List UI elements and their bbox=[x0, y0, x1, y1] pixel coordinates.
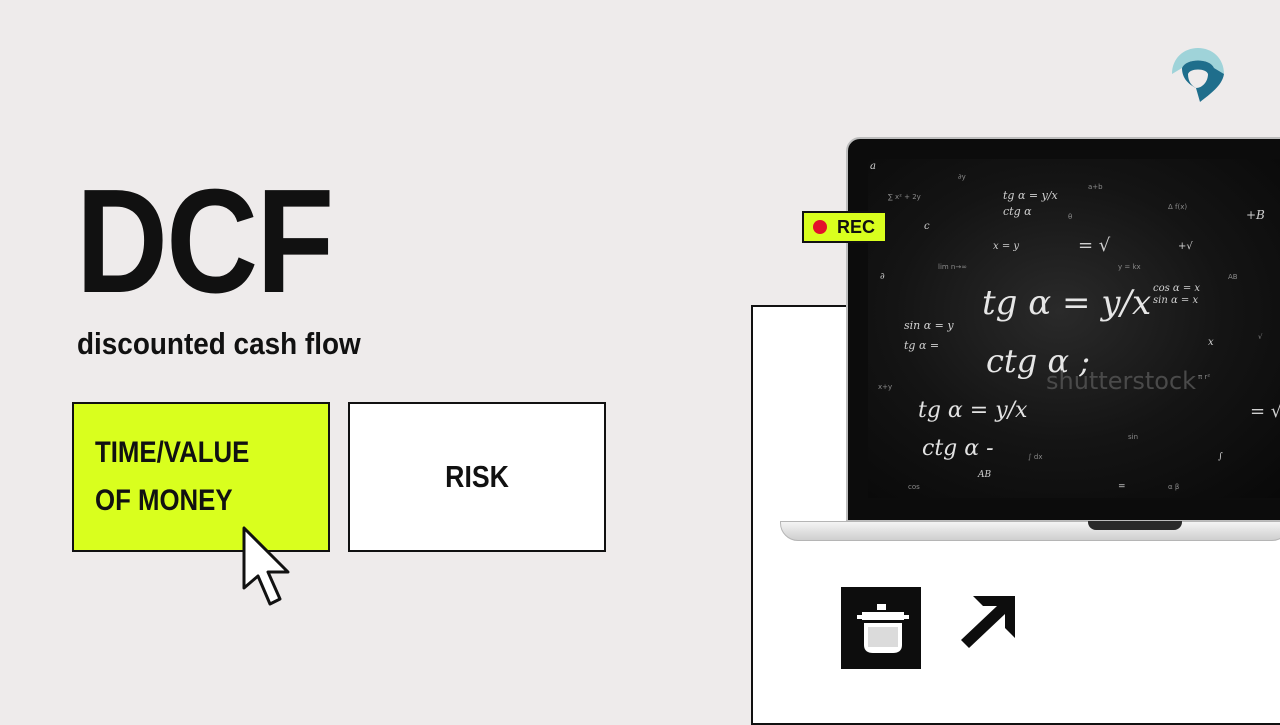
svg-text:ctg α ;: ctg α ; bbox=[986, 342, 1090, 380]
svg-text:tg α = y/x: tg α = y/x bbox=[918, 398, 1028, 423]
svg-text:a: a bbox=[870, 161, 876, 172]
math-formulas-image: tg α = y/x ctg α x = y = √ tg α = y/x ct… bbox=[870, 161, 1280, 492]
recording-badge: REC bbox=[802, 211, 887, 243]
svg-text:x+y: x+y bbox=[878, 383, 892, 391]
laptop-screen: tg α = y/x ctg α x = y = √ tg α = y/x ct… bbox=[846, 137, 1280, 522]
svg-text:sin: sin bbox=[1128, 433, 1138, 441]
video-frame[interactable]: tg α = y/x ctg α x = y = √ tg α = y/x ct… bbox=[868, 159, 1280, 498]
risk-card[interactable]: RISK bbox=[348, 402, 606, 552]
record-dot-icon bbox=[813, 220, 827, 234]
svg-text:+B: +B bbox=[1246, 208, 1265, 222]
svg-text:= √: = √ bbox=[1078, 235, 1111, 256]
svg-text:α β: α β bbox=[1168, 483, 1179, 491]
svg-text:x: x bbox=[1208, 337, 1214, 348]
svg-text:lim n→∞: lim n→∞ bbox=[938, 263, 967, 271]
arrow-up-right-icon[interactable] bbox=[957, 592, 1019, 652]
svg-text:sin α = y: sin α = y bbox=[904, 319, 954, 332]
page-title: DCF bbox=[76, 159, 334, 324]
svg-text:y = kx: y = kx bbox=[1118, 263, 1141, 271]
svg-text:π r²: π r² bbox=[1198, 373, 1210, 381]
svg-text:= √: = √ bbox=[1250, 401, 1280, 422]
svg-text:tg α = y/x: tg α = y/x bbox=[1003, 189, 1059, 202]
svg-text:AB: AB bbox=[977, 470, 991, 480]
laptop-base bbox=[780, 521, 1280, 541]
svg-text:ctg α: ctg α bbox=[1003, 205, 1032, 218]
svg-text:∑ x² + 2y: ∑ x² + 2y bbox=[888, 193, 921, 201]
svg-text:∫: ∫ bbox=[1218, 452, 1223, 462]
svg-text:Δ f(x): Δ f(x) bbox=[1168, 203, 1187, 211]
rec-label: REC bbox=[837, 216, 876, 237]
page-subtitle: discounted cash flow bbox=[77, 326, 361, 361]
svg-text:a+b: a+b bbox=[1088, 183, 1103, 191]
watermark-text: shutterstock bbox=[1046, 367, 1196, 395]
svg-text:+√: +√ bbox=[1178, 241, 1193, 252]
svg-text:cos: cos bbox=[908, 483, 920, 491]
svg-text:ctg α -: ctg α - bbox=[922, 436, 994, 461]
svg-text:∫ dx: ∫ dx bbox=[1028, 453, 1042, 461]
svg-text:x = y: x = y bbox=[993, 241, 1019, 252]
time-value-of-money-card[interactable]: TIME/VALUE OF MONEY bbox=[72, 402, 330, 552]
svg-text:∂: ∂ bbox=[880, 272, 885, 282]
cooking-pot-icon[interactable] bbox=[841, 587, 921, 669]
brand-logo-icon bbox=[1172, 48, 1224, 102]
svg-text:θ: θ bbox=[1068, 213, 1072, 221]
svg-text:sin α = x: sin α = x bbox=[1153, 295, 1198, 306]
svg-text:∂y: ∂y bbox=[958, 173, 966, 181]
svg-text:tg α = y/x: tg α = y/x bbox=[982, 283, 1151, 323]
svg-text:√: √ bbox=[1258, 333, 1263, 341]
mouse-pointer-icon bbox=[242, 526, 290, 606]
svg-text:AB: AB bbox=[1228, 273, 1238, 281]
svg-text:c: c bbox=[924, 221, 930, 232]
card-label: TIME/VALUE OF MONEY bbox=[95, 436, 250, 517]
svg-text:tg α =: tg α = bbox=[904, 339, 939, 352]
svg-text:=: = bbox=[1118, 482, 1126, 492]
card-label: RISK bbox=[445, 459, 509, 494]
laptop-notch bbox=[1088, 521, 1182, 530]
svg-text:cos α = x: cos α = x bbox=[1153, 283, 1200, 294]
